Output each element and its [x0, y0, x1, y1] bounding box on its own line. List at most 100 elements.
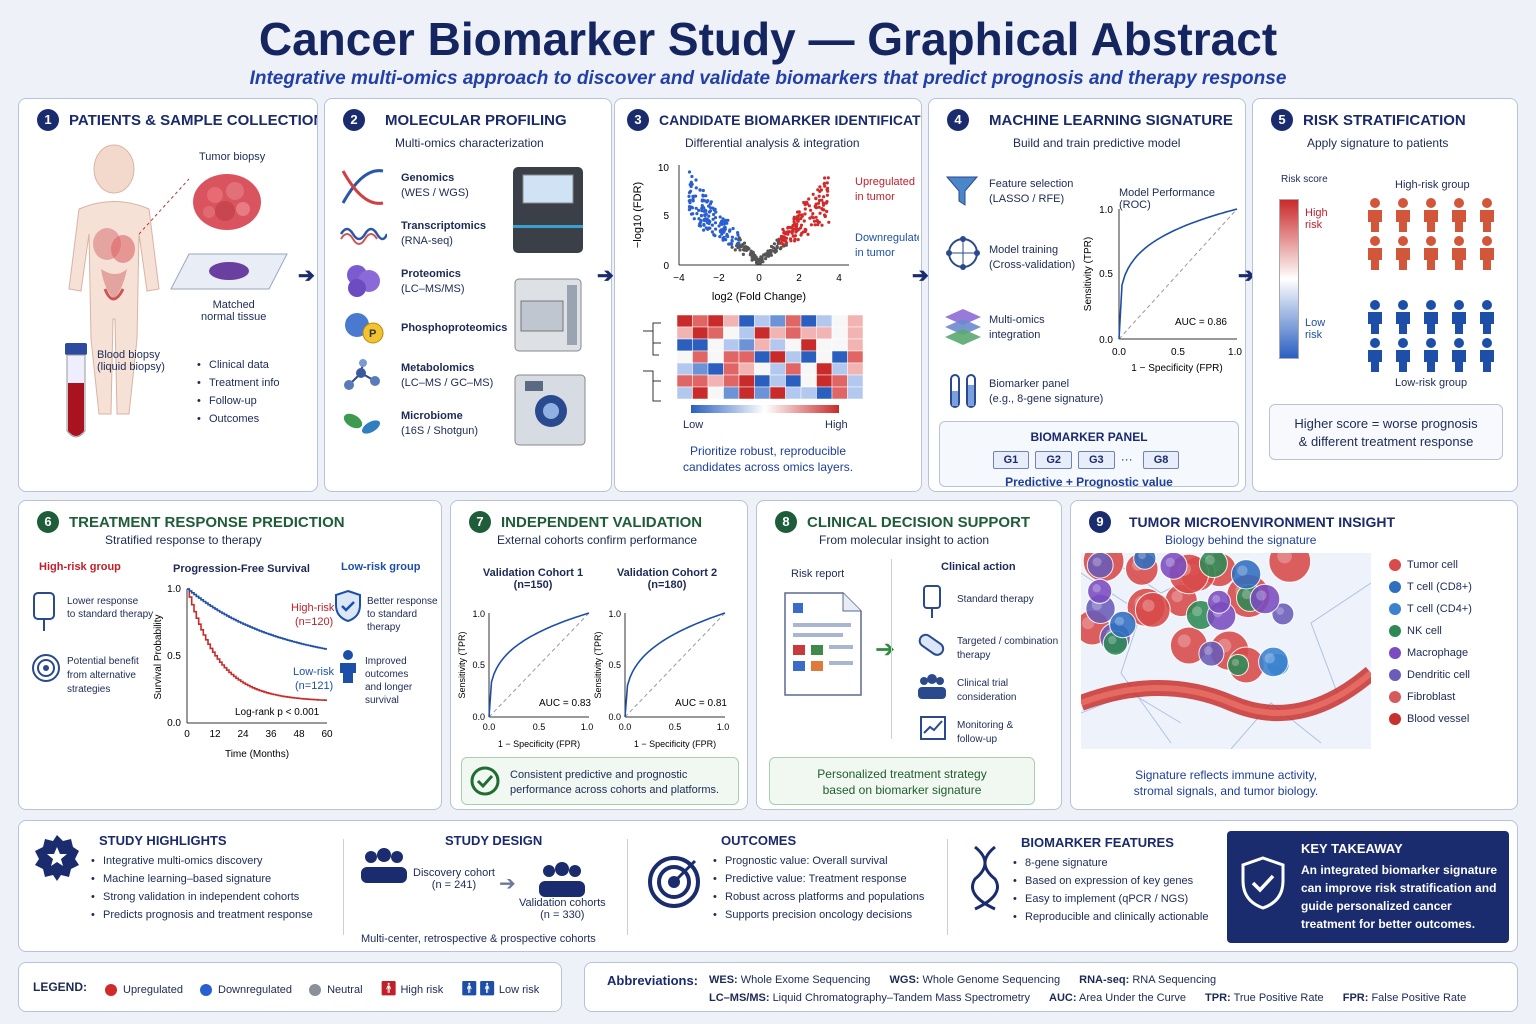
step-number: 7: [469, 511, 491, 533]
panel-title: MACHINE LEARNING SIGNATURE: [989, 111, 1233, 129]
y-tick: 0.0: [167, 718, 181, 729]
auc-label: AUC = 0.83: [539, 698, 591, 709]
y-axis-label: Sensitivity (TPR): [593, 631, 603, 698]
phospho-icon: P: [345, 313, 384, 344]
heatmap-cell: [816, 362, 833, 376]
heatmap-cell: [754, 326, 771, 340]
list-item: Follow-up: [195, 395, 280, 407]
person-icon: [1396, 300, 1410, 334]
heatmap: [643, 314, 864, 402]
volcano-point: [825, 193, 829, 197]
volcano-point: [807, 197, 811, 201]
volcano-point: [714, 227, 718, 231]
volcano-point: [713, 207, 717, 211]
x-tick: 0: [184, 729, 190, 740]
volcano-point: [775, 244, 779, 249]
volcano-point: [802, 200, 806, 205]
heatmap-cell: [692, 362, 709, 376]
downregulated-dot-icon: [200, 984, 212, 997]
dna-icon: [341, 169, 384, 205]
dna-icon: [971, 845, 999, 911]
person-icon: [1480, 338, 1494, 372]
y-tick: 1.0: [1099, 205, 1113, 216]
x-axis-label: 1 − Specificity (FPR): [498, 739, 580, 749]
layers-icon: [945, 309, 981, 345]
list-item: Easy to implement (qPCR / NGS): [1011, 893, 1208, 905]
tme-cell-highlight: [1108, 635, 1117, 645]
tme-cell-highlight: [1276, 607, 1284, 615]
cell-legend: Tumor cell T cell (CD8+) T cell (CD4+) N…: [1389, 559, 1472, 735]
cell-legend-item: T cell (CD8+): [1389, 581, 1472, 603]
person-icon: [1452, 300, 1466, 334]
volcano-point: [772, 242, 776, 246]
x-tick: 0.0: [1112, 347, 1126, 358]
roc-curve: [488, 612, 590, 718]
volcano-point: [780, 234, 785, 239]
low-risk-group-label: Low-risk group: [341, 561, 421, 573]
volcano-point: [824, 201, 828, 205]
lcms-icon: [514, 374, 586, 446]
abbr-item: WES: Whole Exome Sequencing: [709, 974, 871, 986]
volcano-point: [708, 226, 712, 230]
clinical-action-label: Clinical action: [941, 561, 1016, 573]
gene-chip: G8: [1142, 451, 1180, 469]
panel-title: CLINICAL DECISION SUPPORT: [807, 513, 1031, 531]
volcano-point: [690, 206, 694, 210]
volcano-point: [783, 232, 787, 236]
volcano-point: [703, 214, 707, 218]
volcano-point: [702, 223, 706, 227]
volcano-point: [694, 178, 698, 182]
heatmap-cell: [707, 350, 724, 364]
volcano-point: [730, 238, 734, 243]
heatmap-cell: [847, 350, 864, 364]
highlights-list: Integrative multi-omics discovery Machin…: [89, 855, 313, 927]
volcano-point: [713, 216, 718, 220]
heatmap-cell: [723, 350, 740, 364]
volcano-point: [756, 260, 760, 264]
person-icon: [1452, 198, 1466, 232]
tme-cell: [1227, 654, 1249, 676]
legend-item: Neutral: [309, 984, 363, 997]
volcano-point: [736, 233, 740, 237]
person-icon: [1368, 198, 1382, 232]
volcano-point: [807, 204, 811, 208]
heatmap-cell: [816, 326, 833, 340]
outcomes-title: OUTCOMES: [721, 833, 797, 848]
high-risk-series-label: High-risk: [291, 602, 335, 614]
step-number: 4: [947, 109, 969, 131]
heatmap-cell: [769, 374, 786, 388]
volcano-point: [786, 232, 790, 236]
person-icon: [1368, 300, 1382, 334]
volcano-point: [825, 187, 829, 192]
group-icon: [918, 674, 946, 699]
volcano-point: [809, 208, 813, 212]
person-icon: [1424, 198, 1438, 232]
colorbar-high: High: [825, 419, 848, 431]
tme-cell: [1086, 553, 1114, 579]
volcano-point: [814, 197, 818, 201]
tme-cell-highlight: [1165, 557, 1175, 567]
abbreviations-row-1: WES: Whole Exome Sequencing WGS: Whole G…: [709, 974, 1216, 986]
y-tick: 0.5: [167, 651, 181, 662]
x-tick: −4: [673, 273, 685, 284]
heatmap-cell: [754, 386, 771, 400]
list-item: Supports precision oncology decisions: [711, 909, 924, 921]
step-number: 1: [37, 109, 59, 131]
people-group-icon: [361, 848, 407, 883]
abbreviations-label: Abbreviations:: [607, 973, 699, 988]
tme-cell-highlight: [1192, 606, 1203, 617]
chance-line: [624, 612, 726, 718]
tme-cell: [1109, 610, 1137, 639]
volcano-point: [728, 229, 732, 233]
